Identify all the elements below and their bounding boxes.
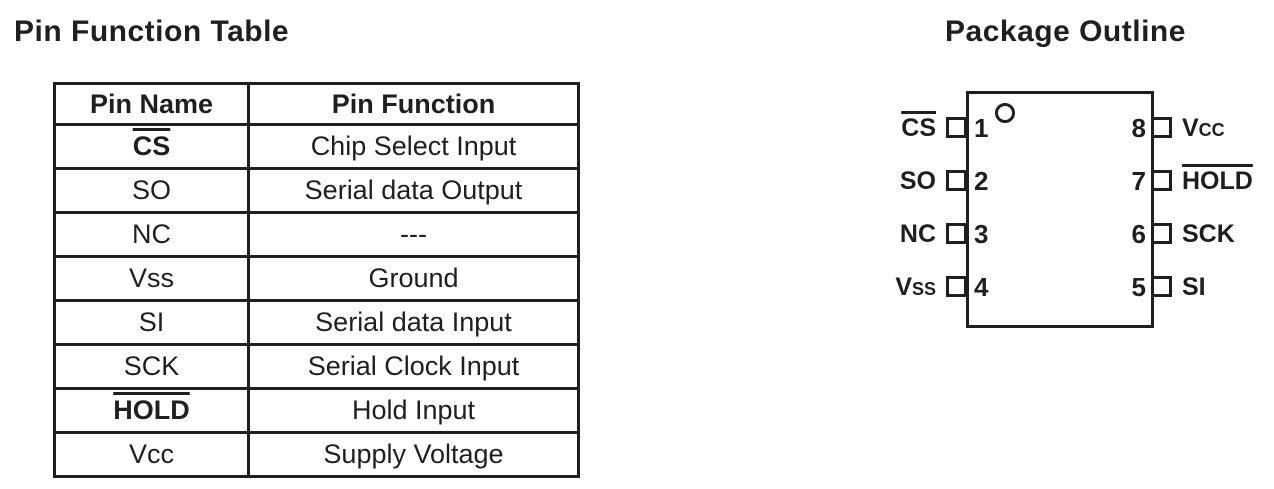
- pin-function-cell: ---: [247, 211, 580, 258]
- pin-name-header: Pin Name: [53, 82, 250, 126]
- ic-package-body: [966, 91, 1154, 328]
- table-row: SO Serial data Output: [53, 167, 580, 214]
- pin-name-cs: CS: [132, 131, 171, 161]
- pin-label-nc: NC: [899, 220, 936, 248]
- pin-square-6: [1151, 223, 1172, 244]
- pin-name-cell: HOLD: [53, 387, 250, 434]
- pin-name-cell: CS: [53, 123, 250, 170]
- pin-function-cell: Serial Clock Input: [247, 343, 580, 390]
- pin-label-so: SO: [899, 167, 936, 195]
- table-row: Vcc Supply Voltage: [53, 431, 580, 478]
- pin-number-8: 8: [1131, 113, 1146, 143]
- pin-function-table: Pin Name Pin Function CS Chip Select Inp…: [53, 82, 580, 478]
- pin-number-1: 1: [974, 113, 989, 143]
- pin-square-7: [1151, 170, 1172, 191]
- pin-name-cell: NC: [53, 211, 250, 258]
- pin-square-8: [1151, 117, 1172, 138]
- table-row: SI Serial data Input: [53, 299, 580, 346]
- pin-label-cs: CS: [820, 114, 936, 142]
- pin-function-cell: Chip Select Input: [247, 123, 580, 170]
- pin-square-4: [946, 276, 967, 297]
- table-row: Vss Ground: [53, 255, 580, 302]
- pin-function-table-title: Pin Function Table: [14, 15, 290, 48]
- pin-name-cell: SO: [53, 167, 250, 214]
- pin-label-hold-text: HOLD: [1182, 167, 1253, 195]
- package-outline-title: Package Outline: [945, 15, 1186, 48]
- pin-function-cell: Hold Input: [247, 387, 580, 434]
- table-header-row: Pin Name Pin Function: [53, 82, 580, 126]
- pin-number-3: 3: [974, 219, 989, 249]
- pin1-indicator-icon: [995, 103, 1015, 123]
- pin-label-vss: Vss: [895, 273, 936, 301]
- pin-label-cs-text: CS: [901, 114, 936, 142]
- pin-name-cell: Vss: [53, 255, 250, 302]
- pin-name-cell: Vcc: [53, 431, 250, 478]
- pin-label-sck: SCK: [1182, 220, 1235, 248]
- pin-function-cell: Ground: [247, 255, 580, 302]
- pin-name-cell: SCK: [53, 343, 250, 390]
- pin-function-header: Pin Function: [247, 82, 580, 126]
- pin-function-cell: Supply Voltage: [247, 431, 580, 478]
- pin-label-si: SI: [1182, 273, 1206, 301]
- pin-number-6: 6: [1131, 219, 1146, 249]
- pin-number-5: 5: [1131, 272, 1146, 302]
- pin-number-4: 4: [974, 272, 989, 302]
- pin-number-7: 7: [1131, 166, 1146, 196]
- pin-square-2: [946, 170, 967, 191]
- pin-square-3: [946, 223, 967, 244]
- table-row: HOLD Hold Input: [53, 387, 580, 434]
- table-row: NC ---: [53, 211, 580, 258]
- pin-function-cell: Serial data Output: [247, 167, 580, 214]
- pin-square-1: [946, 117, 967, 138]
- pin-name-hold: HOLD: [113, 395, 190, 425]
- pin-number-2: 2: [974, 166, 989, 196]
- pin-label-hold: HOLD: [1182, 167, 1274, 195]
- pin-name-cell: SI: [53, 299, 250, 346]
- pin-function-cell: Serial data Input: [247, 299, 580, 346]
- pin-label-vcc: Vcc: [1182, 114, 1225, 142]
- table-row: CS Chip Select Input: [53, 123, 580, 170]
- pin-square-5: [1151, 276, 1172, 297]
- table-row: SCK Serial Clock Input: [53, 343, 580, 390]
